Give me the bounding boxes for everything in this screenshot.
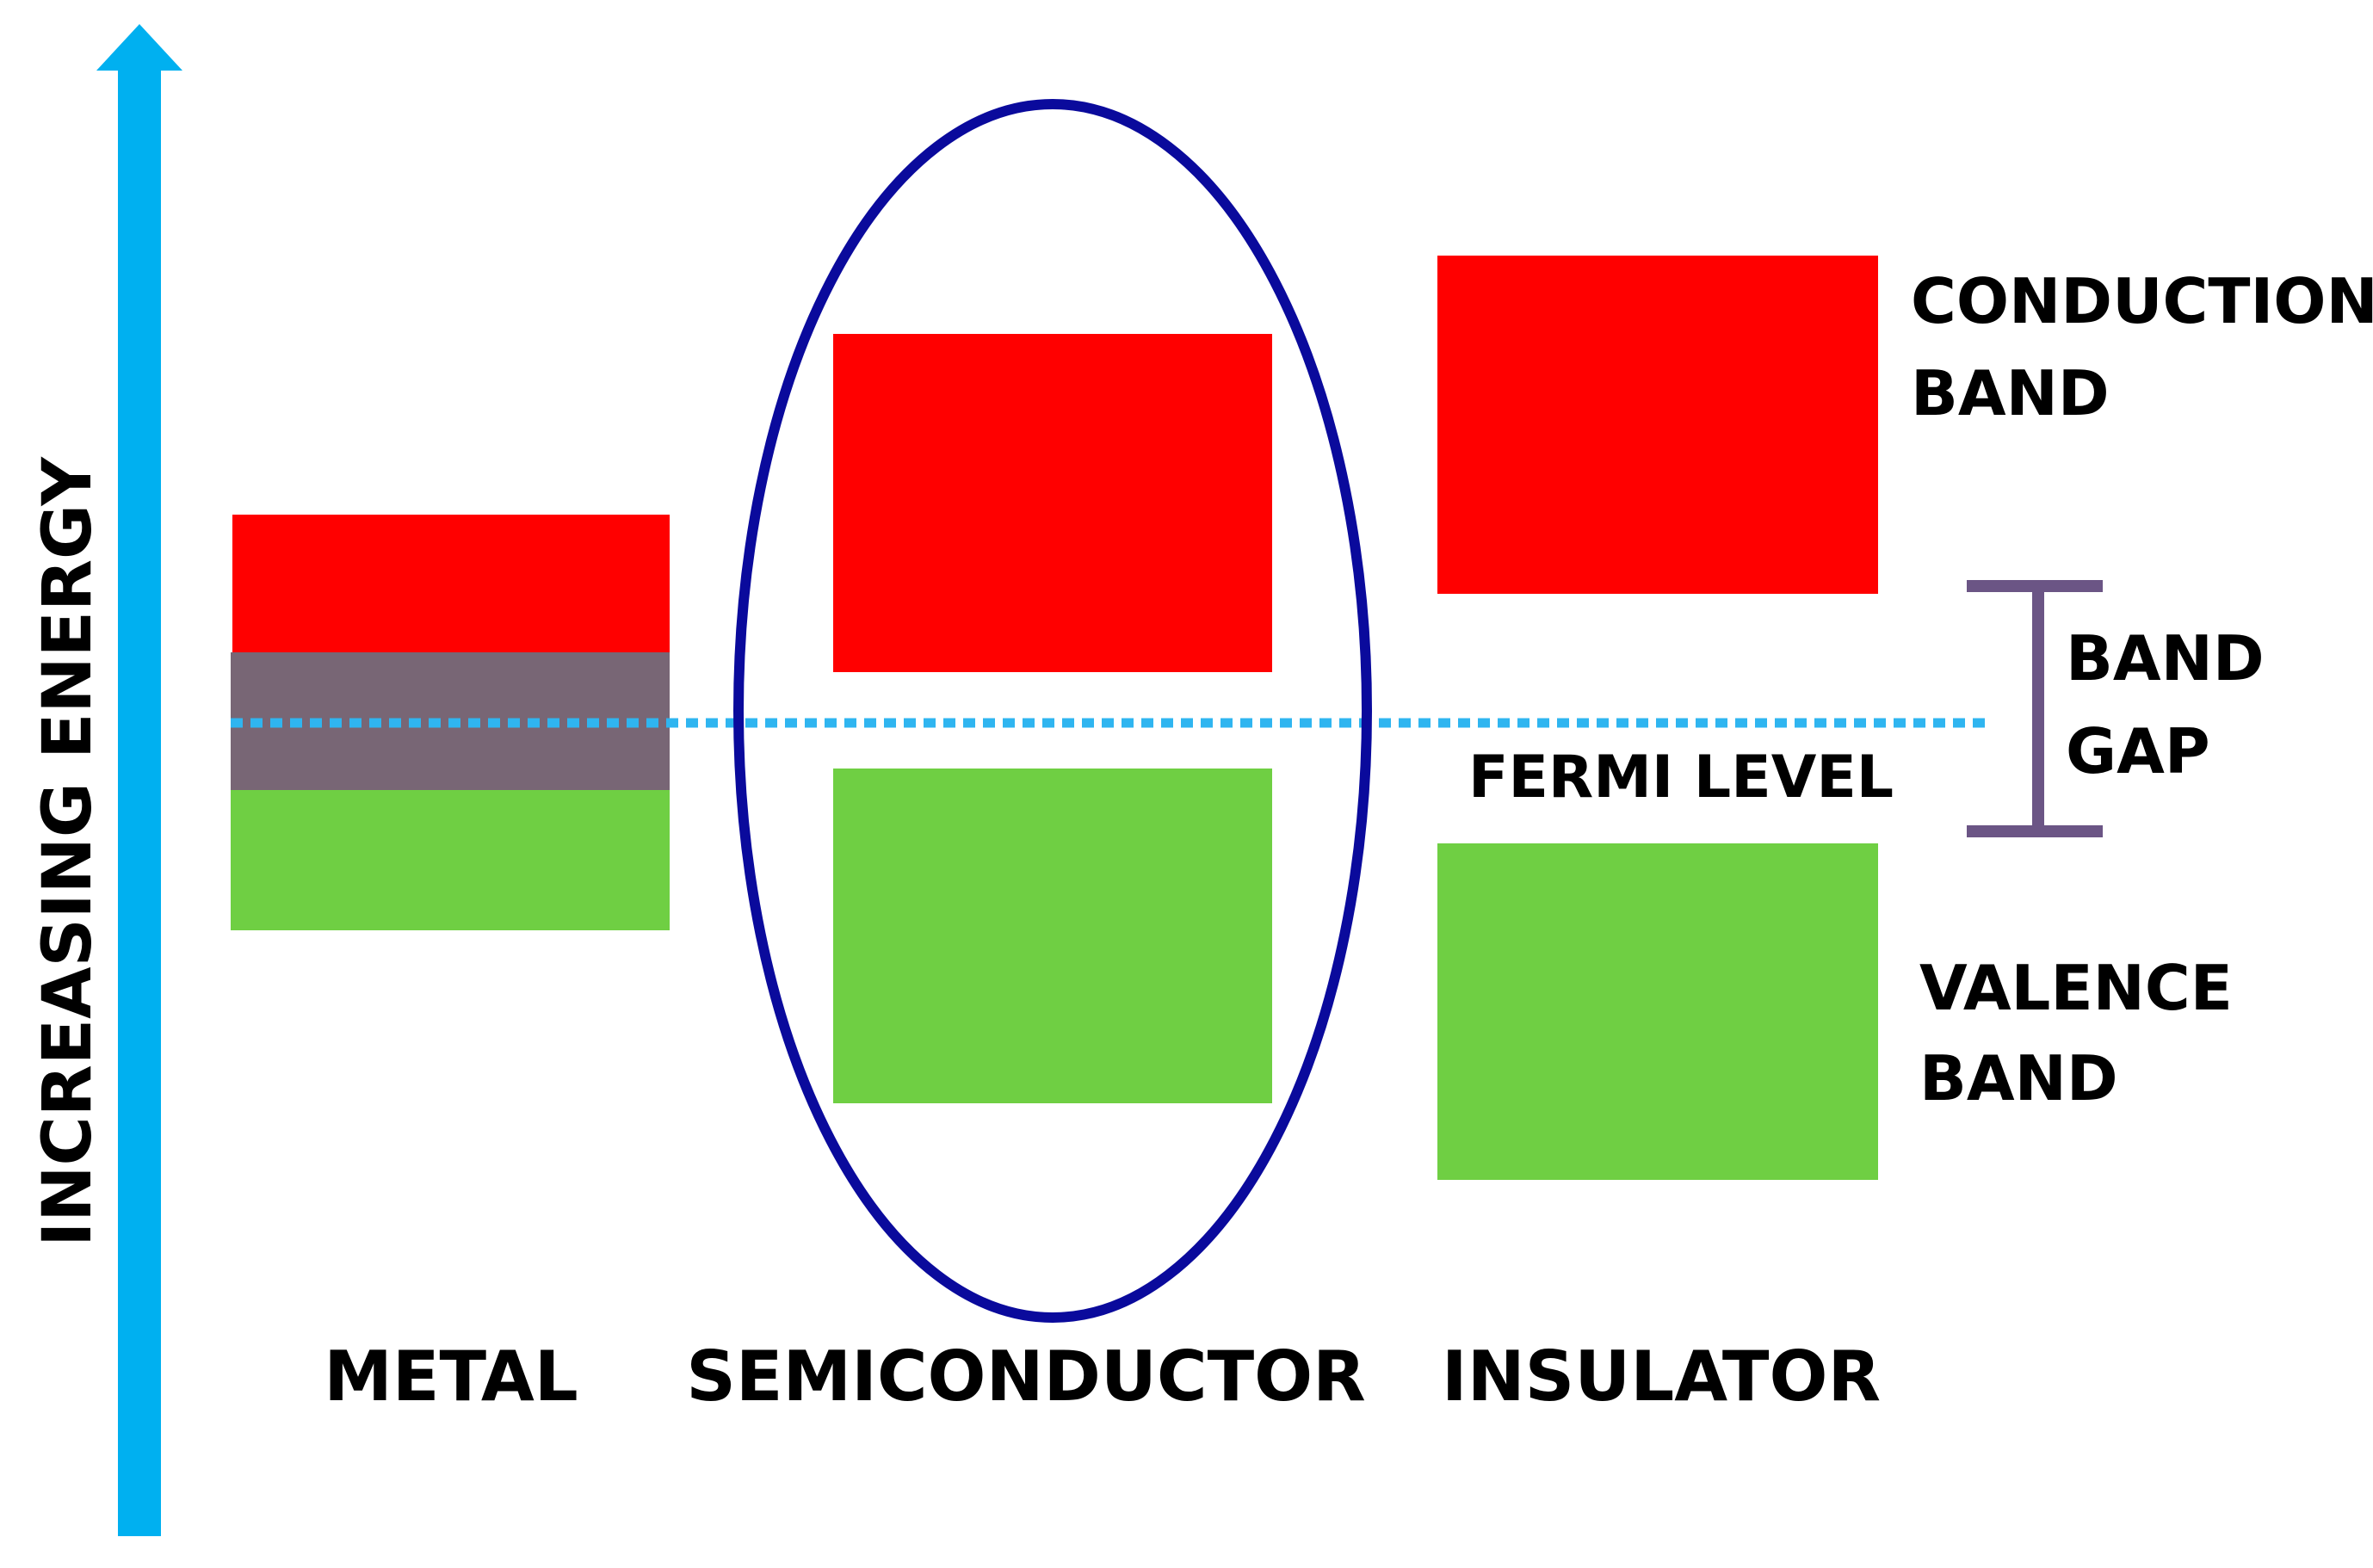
band-gap-bracket — [1967, 580, 2103, 837]
fermi-level-label: FERMI LEVEL — [1468, 744, 1894, 812]
valence-band-label-line1: VALENCE — [1919, 952, 2233, 1024]
insulator-conduction-band — [1437, 256, 1878, 594]
insulator-bands — [1437, 256, 1878, 1180]
energy-arrow-shaft — [118, 65, 161, 1536]
band-gap-label-line1: BAND — [2066, 622, 2265, 694]
semiconductor-label: SEMICONDUCTOR — [686, 1337, 1366, 1417]
metal-label: METAL — [324, 1337, 578, 1417]
energy-arrow — [96, 24, 182, 1536]
semiconductor-valence-band — [833, 769, 1272, 1103]
energy-axis-label: INCREASING ENERGY — [29, 456, 107, 1247]
metal-valence-band — [231, 790, 670, 930]
insulator-label: INSULATOR — [1442, 1337, 1881, 1417]
energy-arrow-head — [96, 24, 182, 71]
semiconductor-conduction-band — [833, 334, 1272, 672]
semiconductor-bands — [833, 334, 1272, 1103]
conduction-band-label-line1: CONDUCTION — [1911, 265, 2373, 337]
insulator-valence-band — [1437, 843, 1878, 1180]
conduction-band-label-line2: BAND — [1911, 357, 2110, 429]
metal-conduction-band — [232, 515, 670, 654]
valence-band-label-line2: BAND — [1919, 1042, 2118, 1114]
band-gap-label-line2: GAP — [2066, 715, 2210, 787]
semiconductor-highlight-ellipse — [733, 99, 1372, 1323]
